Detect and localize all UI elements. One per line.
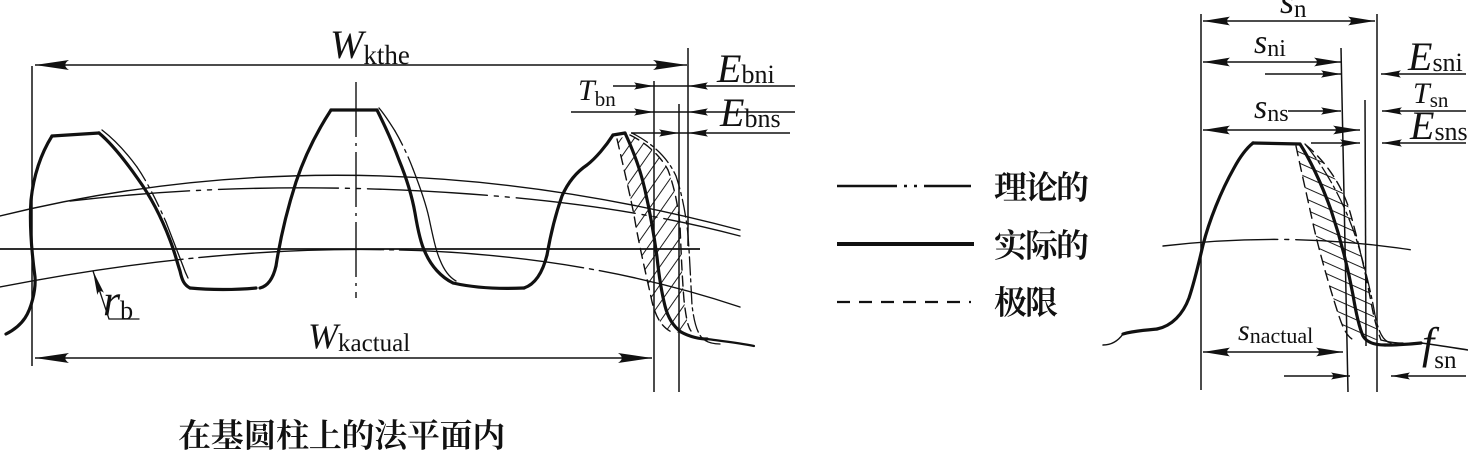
- svg-text:sn: sn: [1280, 0, 1307, 23]
